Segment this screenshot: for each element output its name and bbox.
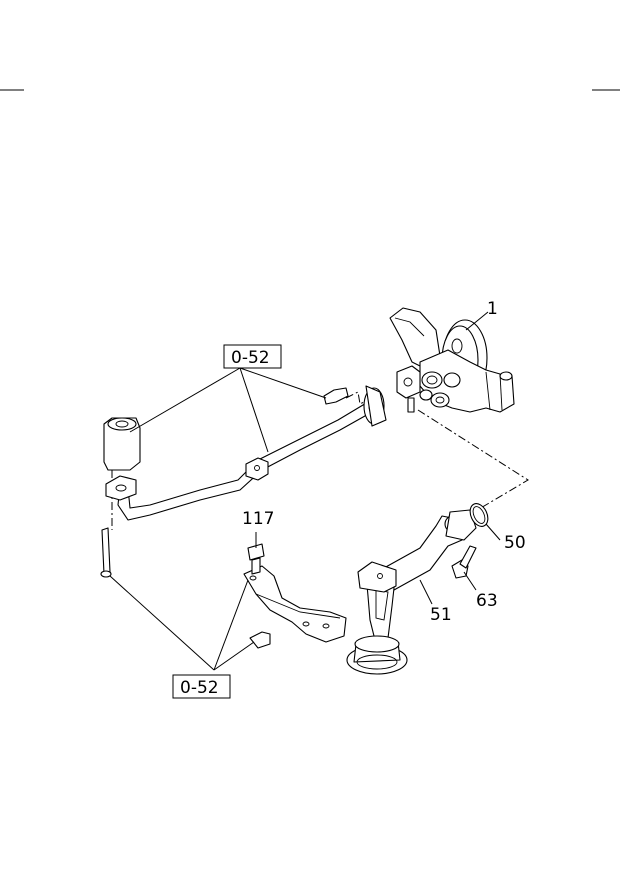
alignment-lines <box>111 391 529 530</box>
callout-pump: 1 <box>487 299 498 319</box>
callout-o-ring: 50 <box>504 533 526 553</box>
upper-pipe[interactable] <box>103 385 387 521</box>
oil-strainer[interactable] <box>346 509 477 675</box>
reference-box-upper[interactable]: 0-52 <box>223 344 282 369</box>
leader-lines <box>109 311 501 671</box>
reference-upper-label: 0-52 <box>231 348 270 368</box>
stud[interactable] <box>100 527 112 578</box>
reference-lower-label: 0-52 <box>180 678 219 698</box>
lower-bracket[interactable] <box>243 543 347 649</box>
flange-bolt[interactable] <box>451 545 477 579</box>
callout-strainer: 51 <box>430 605 452 625</box>
oil-pump[interactable] <box>389 307 515 413</box>
callout-bracket-bolt: 117 <box>242 509 274 529</box>
callout-flange-bolt: 63 <box>476 591 498 611</box>
o-ring[interactable] <box>467 501 492 530</box>
reference-box-lower[interactable]: 0-52 <box>172 674 231 699</box>
